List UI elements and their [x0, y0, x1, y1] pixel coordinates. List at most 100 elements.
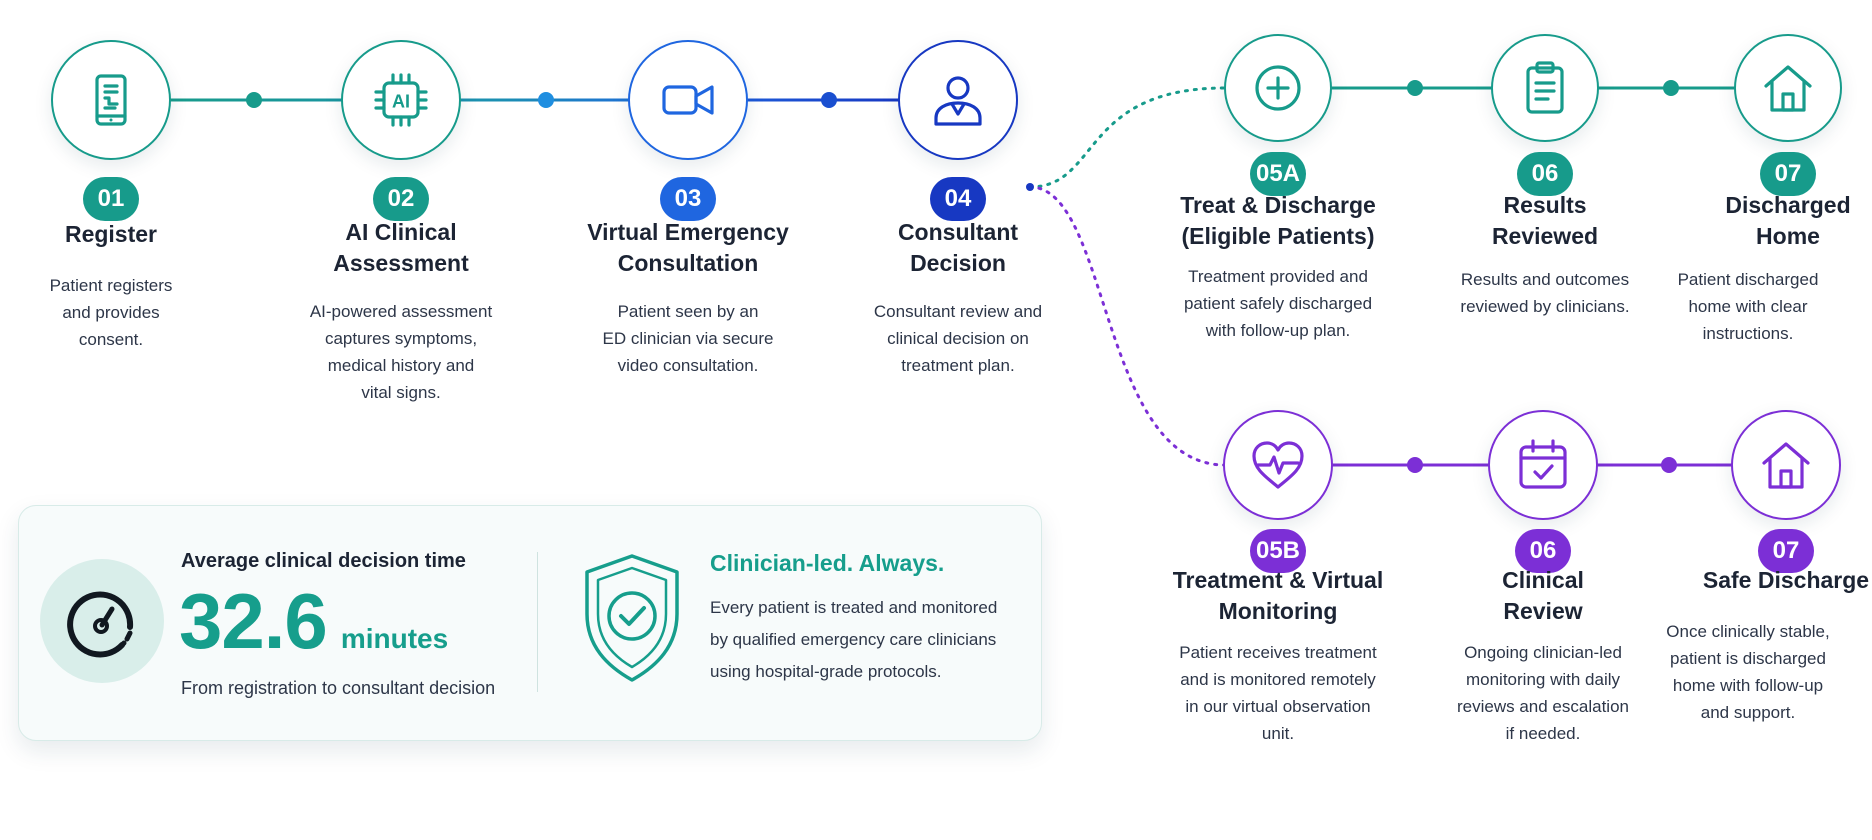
step-number-badge: 07	[1760, 152, 1816, 196]
clinician-title: Clinician-led. Always.	[710, 550, 945, 576]
stat-unit: minutes	[340, 623, 449, 654]
branch-origin-dot	[1026, 183, 1034, 191]
step-icon-circle	[1488, 410, 1598, 520]
plus-circle-icon	[1255, 65, 1301, 111]
step-number-badge: 04	[930, 177, 986, 221]
step-description-line: if needed.	[1505, 724, 1581, 743]
calendar-check-icon	[1519, 439, 1567, 489]
stat-value-row: 32.6 minutes	[179, 576, 448, 667]
step-title: Safe Discharge	[1636, 565, 1872, 596]
step-description-line: Treatment provided and	[1188, 267, 1368, 286]
step-title-line: Register	[64, 221, 158, 247]
step-description-line: home with clear	[1688, 297, 1808, 316]
connector-dot	[1407, 457, 1423, 473]
step-description-line: consent.	[78, 330, 144, 349]
step-title-line: Monitoring	[1218, 598, 1338, 624]
step-title-line: Decision	[910, 250, 1006, 276]
step-description-line: instructions.	[1702, 324, 1794, 343]
step-title-line: Consultation	[617, 250, 759, 276]
step-description-line: Ongoing clinician-led	[1464, 643, 1622, 662]
clinician-body: Every patient is treated and monitored b…	[710, 592, 1030, 688]
step-icon-circle: AI	[341, 40, 461, 160]
step-description-line: with follow-up plan.	[1205, 321, 1351, 340]
step-description-line: treatment plan.	[901, 356, 1015, 375]
step-description-line: Patient registers	[49, 276, 173, 295]
step-description-line: medical history and	[327, 356, 475, 375]
step-description: Once clinically stable, patient is discha…	[1628, 618, 1868, 726]
step-icon-circle	[1731, 410, 1841, 520]
step-description-line: Patient receives treatment	[1179, 643, 1377, 662]
step-number-badge: 06	[1515, 529, 1571, 573]
step-description-line: Once clinically stable,	[1666, 622, 1830, 641]
step-description-line: home with follow-up	[1672, 676, 1824, 695]
step-number-badge: 06	[1517, 152, 1573, 196]
step-description-line: patient safely discharged	[1183, 294, 1373, 313]
connector-dot	[246, 92, 262, 108]
step-number-badge: 01	[83, 177, 139, 221]
step-description: Ongoing clinician-led monitoring with dai…	[1423, 639, 1663, 747]
step-number-badge: 05B	[1250, 529, 1306, 573]
step-description-line: Results and outcomes	[1460, 270, 1630, 289]
step-description-line: patient is discharged	[1670, 649, 1826, 668]
stat-subtitle: From registration to consultant decision	[181, 678, 496, 698]
step-description-line: captures symptoms,	[324, 329, 478, 348]
stat-label: Average clinical decision time	[181, 550, 466, 572]
step-description-line: Patient discharged	[1677, 270, 1819, 289]
step-number-badge: 07	[1758, 529, 1814, 573]
smartphone-icon	[95, 74, 127, 126]
shield-check-icon	[581, 552, 683, 689]
step-title: Register	[0, 219, 261, 250]
step-title-line: AI Clinical	[345, 219, 457, 245]
step-icon-circle	[1223, 410, 1333, 520]
step-description-line: monitoring with daily	[1465, 670, 1620, 689]
clinician-body-line: using hospital-grade protocols.	[710, 662, 942, 681]
step-icon-circle	[51, 40, 171, 160]
step-title-line: Consultant	[897, 219, 1019, 245]
video-camera-icon	[662, 85, 714, 115]
connector-dot	[1661, 457, 1677, 473]
step-description-line: and is monitored remotely	[1180, 670, 1376, 689]
stats-card: Average clinical decision time 32.6 minu…	[18, 505, 1042, 741]
connector-dot	[538, 92, 554, 108]
step-title: Treat & Discharge(Eligible Patients)	[1128, 190, 1428, 252]
step-title-line: (Eligible Patients)	[1181, 223, 1375, 249]
step-title-line: Treatment & Virtual	[1172, 567, 1384, 593]
home-icon	[1762, 442, 1810, 489]
step-title-line: Assessment	[333, 250, 469, 276]
step-description-line: reviews and escalation	[1457, 697, 1629, 716]
step-description-line: video consultation.	[617, 356, 759, 375]
step-description: Patient receives treatment and is monitor…	[1158, 639, 1398, 747]
step-description-line: Patient seen by an	[617, 302, 759, 321]
svg-text:AI: AI	[392, 92, 410, 112]
step-icon-circle	[628, 40, 748, 160]
ai-chip-icon: AI	[374, 73, 428, 127]
clinician-body-line: by qualified emergency care clinicians	[710, 630, 997, 649]
step-description-line: and support.	[1700, 703, 1796, 722]
step-title-line: Safe Discharge	[1702, 567, 1870, 593]
home-icon	[1764, 65, 1812, 112]
branch-connector-purple	[1028, 185, 1227, 467]
step-title-line: Results	[1503, 192, 1587, 218]
user-icon	[934, 76, 982, 126]
branch-connector-teal	[1028, 86, 1227, 189]
step-description-line: in our virtual observation	[1185, 697, 1371, 716]
step-number-badge: 05A	[1250, 152, 1306, 196]
step-title-line: Reviewed	[1491, 223, 1599, 249]
gauge-badge	[40, 559, 164, 683]
step-icon-circle	[898, 40, 1018, 160]
step-number-badge: 03	[660, 177, 716, 221]
step-title-line: Home	[1756, 223, 1820, 249]
step-icon-circle	[1224, 34, 1332, 142]
connector-dot	[1407, 80, 1423, 96]
step-title-line: Discharged	[1725, 192, 1851, 218]
